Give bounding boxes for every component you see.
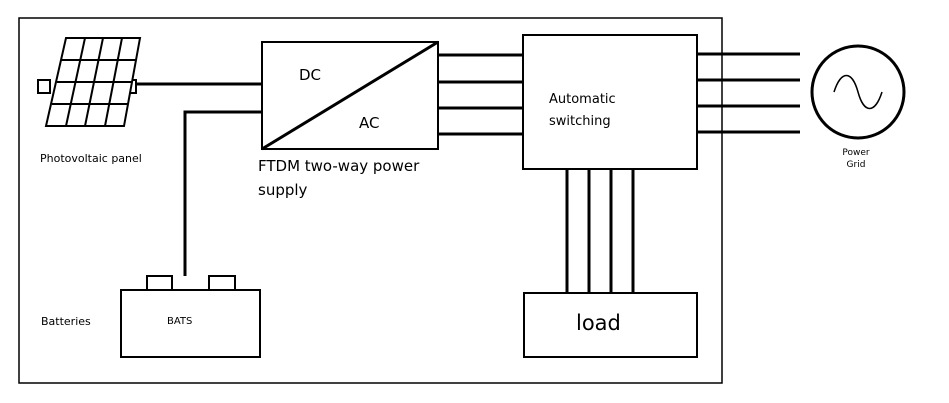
power-grid-icon — [810, 44, 906, 140]
load-label: load — [576, 311, 621, 335]
photovoltaic-label: Photovoltaic panel — [40, 152, 142, 165]
outer-frame — [18, 17, 723, 384]
automatic-switch-box — [522, 34, 698, 170]
battery-icon — [120, 275, 261, 358]
inverter-label-line2: supply — [258, 181, 308, 199]
grid-label-line2: Grid — [846, 160, 866, 170]
wires — [136, 52, 800, 293]
bats-label: BATS — [167, 316, 193, 327]
load-box — [523, 292, 698, 358]
dc-label: DC — [299, 66, 322, 84]
batteries-label: Batteries — [41, 315, 91, 328]
inverter-box — [261, 40, 439, 151]
switch-label-line1: Automatic — [549, 92, 616, 107]
ac-label: AC — [359, 114, 380, 132]
grid-label-line1: Power — [842, 148, 870, 158]
inverter-label-line1: FTDM two-way power — [258, 157, 420, 175]
switch-label-line2: switching — [549, 114, 611, 129]
photovoltaic-panel-icon — [37, 37, 142, 127]
